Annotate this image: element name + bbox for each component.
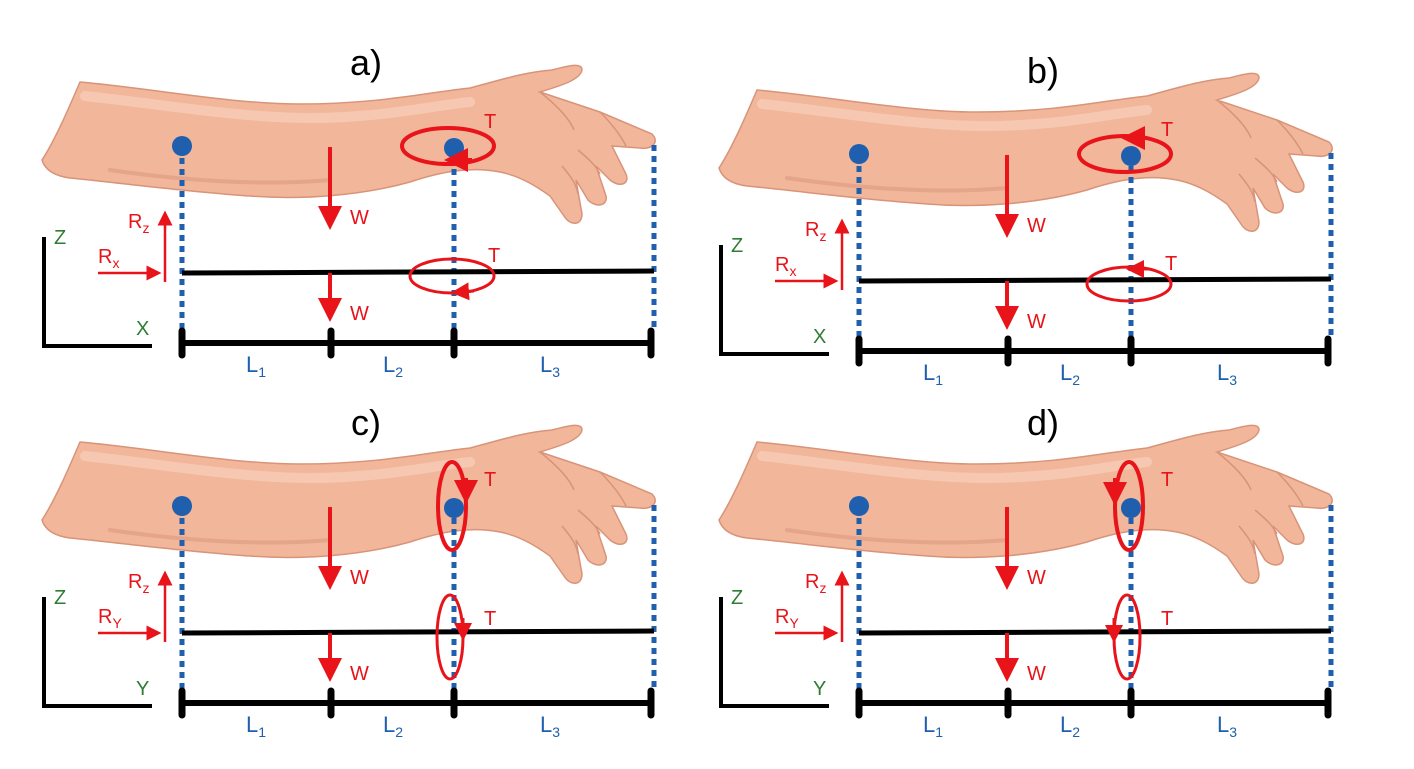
segment-label-L1: L1 bbox=[246, 352, 266, 380]
segment-label-L2: L2 bbox=[1060, 712, 1080, 740]
axis-horizontal-label: Y bbox=[813, 678, 826, 700]
reaction-horizontal-label: RY bbox=[775, 606, 799, 631]
torque-loop-arm bbox=[436, 460, 468, 552]
torque-label-arm: T bbox=[484, 469, 496, 491]
segment-label-L1: L1 bbox=[923, 712, 943, 740]
torque-label-beam: T bbox=[1165, 253, 1177, 275]
segment-label-L3: L3 bbox=[1217, 360, 1237, 388]
torque-loops bbox=[400, 126, 496, 301]
weight-label-arm: W bbox=[350, 207, 369, 229]
torque-label-arm: T bbox=[1161, 469, 1173, 491]
torque-loops bbox=[1103, 460, 1145, 681]
reaction-z-label: Rz bbox=[128, 211, 149, 236]
torque-loops bbox=[435, 460, 478, 681]
wrist-joint bbox=[444, 498, 464, 518]
elbow-joint bbox=[172, 136, 192, 156]
segment-label-L3: L3 bbox=[1217, 712, 1237, 740]
weight-label-beam: W bbox=[350, 303, 369, 325]
reaction-horizontal-label: Rx bbox=[98, 246, 119, 271]
weight-label-beam: W bbox=[1027, 311, 1046, 333]
axis-z-label: Z bbox=[731, 587, 743, 609]
axis-horizontal-label: X bbox=[136, 318, 149, 340]
elbow-joint bbox=[849, 496, 869, 516]
arm-illustration bbox=[718, 72, 1333, 232]
weight-label-beam: W bbox=[1027, 663, 1046, 685]
segment-label-L2: L2 bbox=[383, 352, 403, 380]
segment-label-L1: L1 bbox=[246, 712, 266, 740]
torque-label-arm: T bbox=[1161, 119, 1173, 141]
panel-title: a) bbox=[350, 42, 382, 83]
elbow-joint bbox=[849, 144, 869, 164]
torque-label-beam: T bbox=[1161, 608, 1173, 630]
torque-loop-beam bbox=[1085, 265, 1173, 303]
axis-z-label: Z bbox=[54, 587, 66, 609]
beam-model bbox=[181, 628, 655, 636]
weight-label-arm: W bbox=[1027, 215, 1046, 237]
reaction-z-label: Rz bbox=[805, 219, 826, 244]
panel-title: b) bbox=[1027, 50, 1059, 91]
axis-z-label: Z bbox=[54, 227, 66, 249]
torque-loops bbox=[1077, 126, 1173, 303]
weight-label-arm: W bbox=[350, 567, 369, 589]
beam-model bbox=[858, 276, 1332, 284]
panel-title: d) bbox=[1027, 402, 1059, 443]
torque-label-beam: T bbox=[484, 608, 496, 630]
weight-label-arm: W bbox=[1027, 567, 1046, 589]
axis-z-label: Z bbox=[731, 235, 743, 257]
wrist-joint bbox=[1121, 498, 1141, 518]
coordinate-axes bbox=[42, 597, 152, 708]
beam-model bbox=[181, 268, 655, 276]
torque-loop-arm bbox=[1113, 460, 1145, 552]
reaction-horizontal-label: Rx bbox=[775, 254, 796, 279]
segment-label-L2: L2 bbox=[383, 712, 403, 740]
wrist-joint bbox=[444, 138, 464, 158]
reaction-z-label: Rz bbox=[805, 571, 826, 596]
coordinate-axes bbox=[719, 245, 829, 356]
segment-label-L3: L3 bbox=[540, 352, 560, 380]
coordinate-axes bbox=[42, 237, 152, 348]
segment-label-L2: L2 bbox=[1060, 360, 1080, 388]
torque-label-arm: T bbox=[484, 111, 496, 133]
arm-illustration bbox=[718, 424, 1333, 584]
segment-label-L1: L1 bbox=[923, 360, 943, 388]
coordinate-axes bbox=[719, 597, 829, 708]
weight-label-beam: W bbox=[350, 663, 369, 685]
axis-horizontal-label: Y bbox=[136, 678, 149, 700]
beam-model bbox=[858, 628, 1332, 636]
torque-loop-beam bbox=[435, 593, 465, 681]
wrist-joint bbox=[1121, 146, 1141, 166]
panel-title: c) bbox=[351, 402, 381, 443]
reaction-z-label: Rz bbox=[128, 571, 149, 596]
segment-label-L3: L3 bbox=[540, 712, 560, 740]
torque-loop-beam bbox=[1112, 593, 1142, 681]
torque-arrowhead bbox=[451, 282, 475, 301]
reaction-horizontal-label: RY bbox=[98, 606, 122, 631]
axis-horizontal-label: X bbox=[813, 326, 826, 348]
arm-illustration bbox=[41, 64, 656, 224]
elbow-joint bbox=[172, 496, 192, 516]
torque-label-beam: T bbox=[488, 245, 500, 267]
arm-illustration bbox=[41, 424, 656, 584]
torque-loop-beam bbox=[408, 257, 496, 295]
